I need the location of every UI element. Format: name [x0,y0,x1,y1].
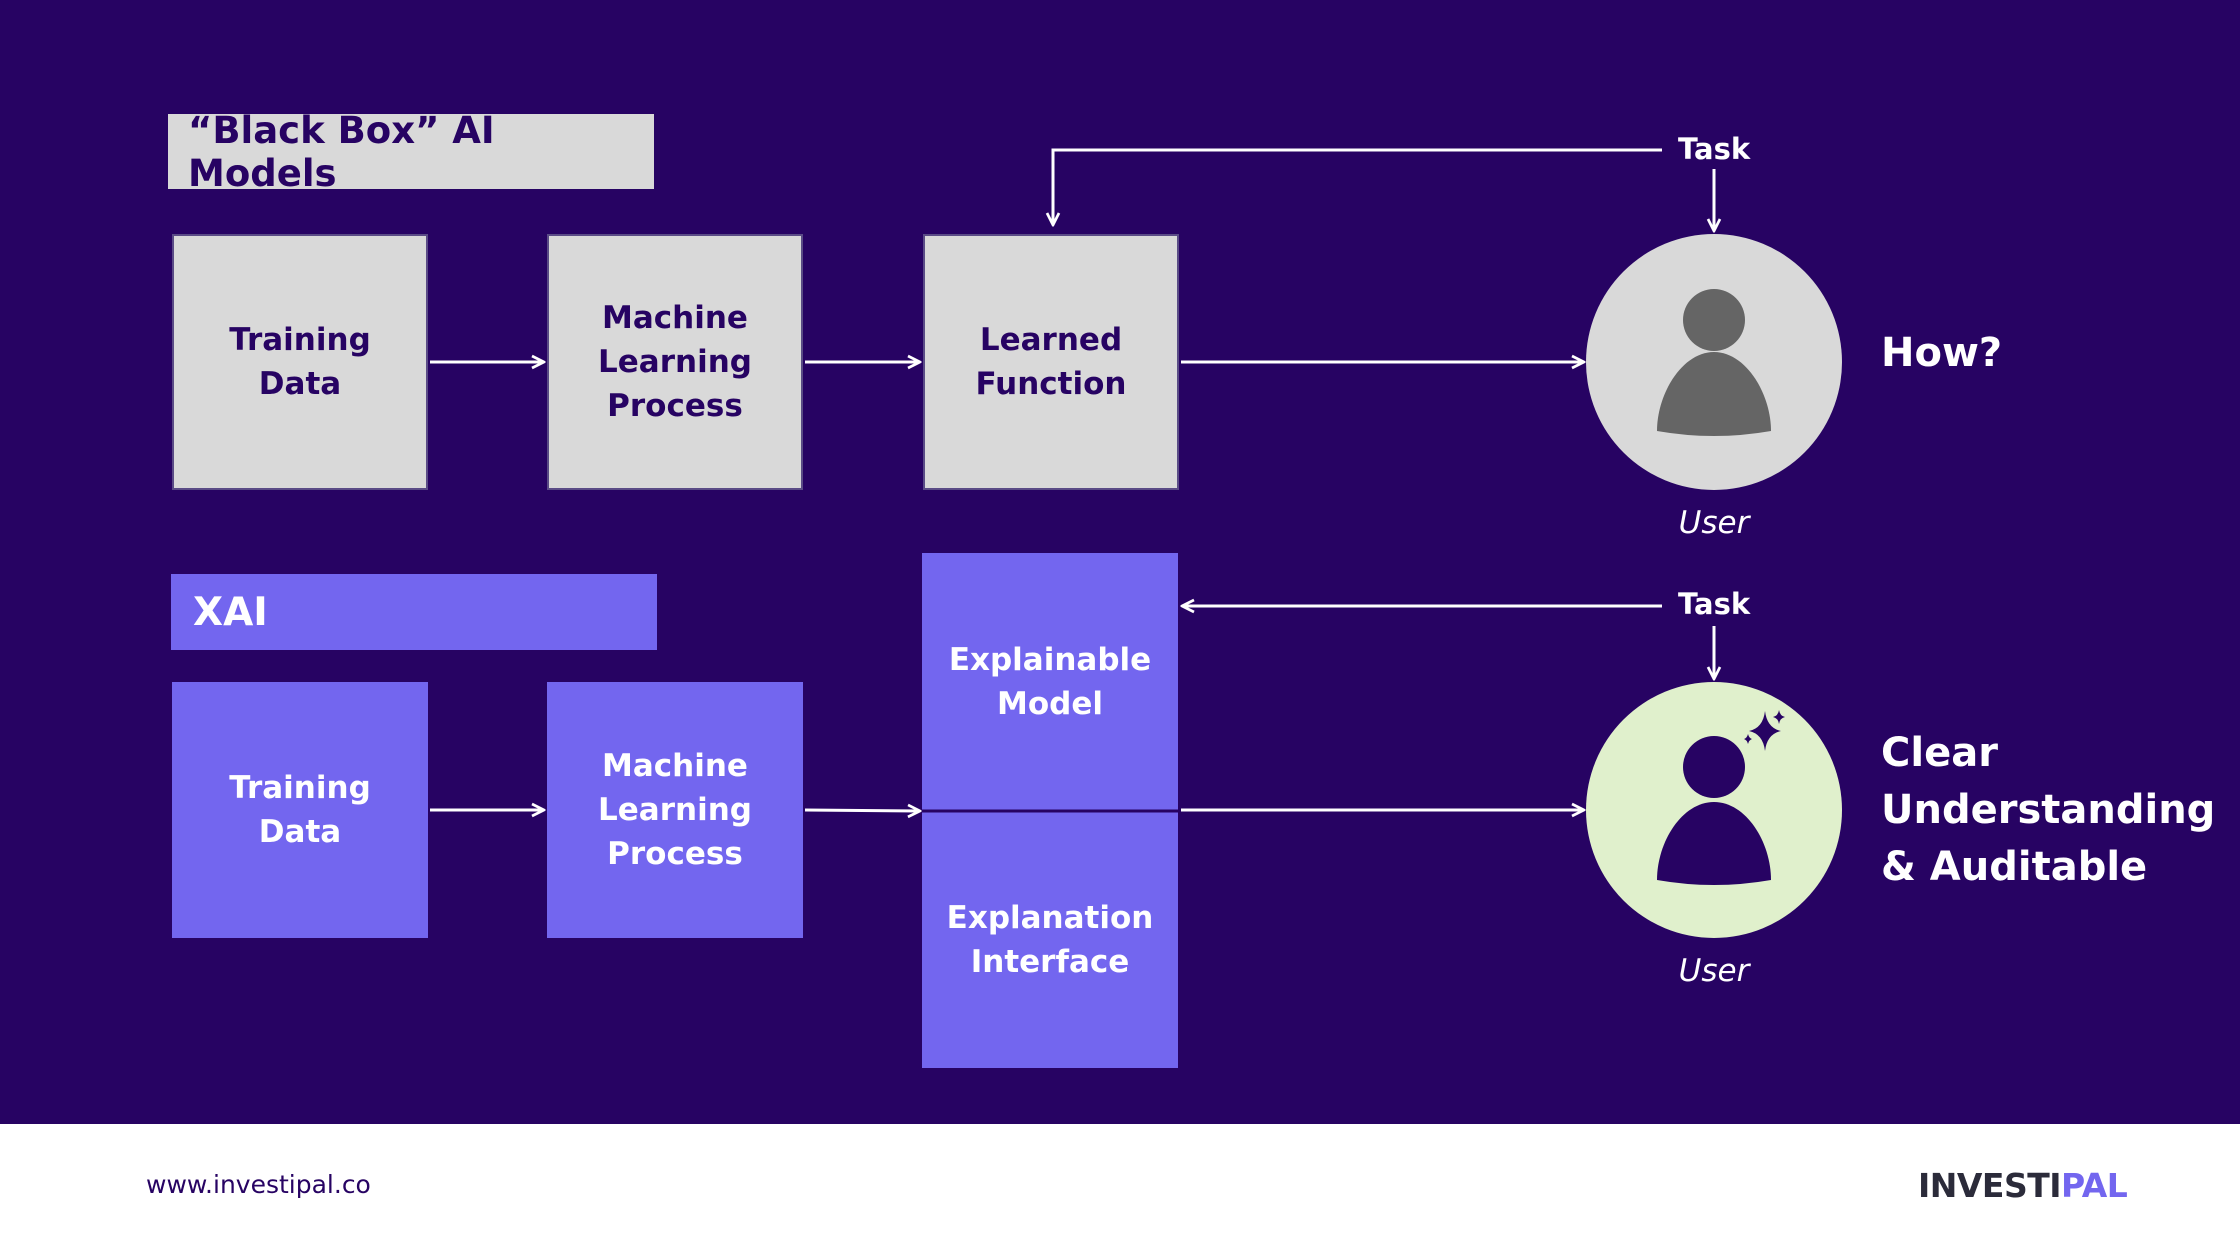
arrow-task-to-learned [1053,148,1662,225]
training-data-box: Training Data [172,234,428,490]
investipal-logo: INVESTIPAL [1918,1166,2128,1205]
learned-function-box: Learned Function [923,234,1179,490]
explainable-model-box: Explainable Model [922,553,1178,810]
task-label-bottom: Task [1678,587,1751,621]
ml-process-box: Machine Learning Process [547,234,803,490]
outcome-how: How? [1881,330,2003,376]
outcome-clear-understanding: Clear Understanding & Auditable [1881,730,2216,890]
xai-training-data-box: Training Data [172,682,428,938]
explanation-interface-box: Explanation Interface [922,812,1178,1068]
footer-url[interactable]: www.investipal.co [146,1170,371,1199]
arrow-xai-ml-to-model [804,810,920,811]
diagram-graphics [430,148,1842,938]
xai-ml-process-box: Machine Learning Process [547,682,803,938]
user-icon [1657,289,1771,436]
user-label-bottom: User [1678,953,1750,989]
user-label-top: User [1678,505,1750,541]
black-box-title: “Black Box” AI Models [168,109,654,195]
user-sparkle-icon [1657,710,1785,885]
xai-title: XAI [171,574,657,650]
task-label-top: Task [1678,132,1751,166]
